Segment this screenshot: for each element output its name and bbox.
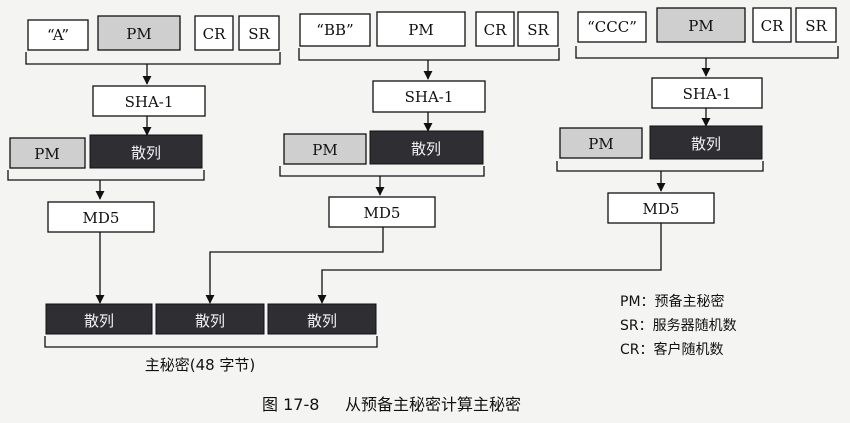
sha-text: SHA-1 <box>683 85 732 103</box>
hash-box <box>89 134 203 169</box>
cr-box <box>752 7 792 43</box>
sr-box <box>517 11 559 47</box>
sr-text: SR <box>527 21 549 39</box>
pm2-text: PM <box>588 135 613 153</box>
sr-text: SR <box>248 25 270 43</box>
label-text: “CCC” <box>587 18 637 36</box>
output-block-2 <box>155 303 265 335</box>
output-block-3-text: 散列 <box>307 312 337 330</box>
sha-box <box>372 80 486 113</box>
output-label: 主秘密(48 字节) <box>145 356 256 374</box>
cr-text: CR <box>761 17 784 35</box>
connector-2 <box>205 227 384 304</box>
caption-title: 从预备主秘密计算主秘密 <box>345 395 521 414</box>
cr-text: CR <box>203 25 226 43</box>
output-row: 散列 散列 散列 主秘密(48 字节) <box>44 303 378 374</box>
label-text: “BB” <box>316 21 353 39</box>
md5-text: MD5 <box>83 209 120 227</box>
figure-caption: 图 17-8 从预备主秘密计算主秘密 <box>262 395 521 414</box>
legend: PM：预备主秘密 SR：服务器随机数 CR：客户随机数 <box>620 293 737 358</box>
hash-brace <box>556 161 764 172</box>
pm-text: PM <box>408 21 433 39</box>
hash-brace <box>279 166 485 177</box>
hash-box <box>649 125 763 160</box>
hash-box <box>369 130 484 165</box>
sha-text: SHA-1 <box>125 93 174 111</box>
label-box <box>299 13 371 47</box>
caption-number: 图 17-8 <box>262 395 319 414</box>
pm-box <box>376 11 466 47</box>
hash-text: 散列 <box>691 135 721 153</box>
pm-box <box>656 7 746 43</box>
input-brace <box>25 52 281 65</box>
group-a: “A” PM CR SR SHA-1 PM 散列 MD5 <box>7 15 281 233</box>
md5-box <box>607 192 715 224</box>
pm-text: PM <box>126 25 151 43</box>
md5-box <box>47 201 155 233</box>
md5-text: MD5 <box>364 204 401 222</box>
legend-sr: SR：服务器随机数 <box>620 318 737 334</box>
cr-box <box>194 15 234 51</box>
legend-cr: CR：客户随机数 <box>620 341 724 358</box>
output-block-1 <box>45 303 153 335</box>
legend-pm: PM：预备主秘密 <box>620 293 725 310</box>
md5-text: MD5 <box>643 200 680 218</box>
hash-brace <box>7 170 205 181</box>
sr-box <box>795 7 837 43</box>
connector-3 <box>317 223 662 304</box>
hash-text: 散列 <box>411 140 441 158</box>
pm2-text: PM <box>312 141 337 159</box>
label-text: “A” <box>47 26 69 44</box>
sha-box <box>92 85 206 117</box>
pm2-box <box>559 127 643 159</box>
output-block-3 <box>267 303 377 335</box>
group-bb: “BB” PM CR SR SHA-1 PM 散列 MD5 <box>279 11 560 228</box>
cr-box <box>475 11 515 47</box>
output-brace <box>44 336 378 348</box>
sha-box <box>651 77 763 109</box>
input-brace <box>298 48 560 61</box>
label-box <box>577 11 647 43</box>
sr-box <box>238 15 280 51</box>
group-ccc: “CCC” PM CR SR SHA-1 PM 散列 MD5 <box>556 7 839 224</box>
pm-box <box>97 15 181 51</box>
sha-text: SHA-1 <box>405 88 454 106</box>
pm2-text: PM <box>34 145 59 163</box>
cr-text: CR <box>484 21 507 39</box>
pm2-box <box>9 137 86 169</box>
input-brace <box>575 46 839 59</box>
pm2-box <box>283 133 367 165</box>
sr-text: SR <box>805 17 827 35</box>
label-box <box>27 19 89 51</box>
output-block-1-text: 散列 <box>84 312 114 330</box>
md5-box <box>328 196 436 228</box>
pm-text: PM <box>688 17 713 35</box>
output-block-2-text: 散列 <box>195 312 225 330</box>
hash-text: 散列 <box>131 144 161 162</box>
